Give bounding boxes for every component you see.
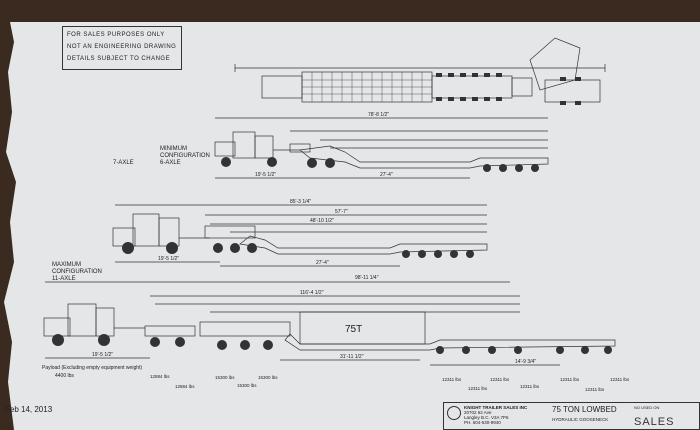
config-min-6-axle [214,117,549,179]
company-address: Langley B.C. V3A 7P6 [464,415,509,420]
config-min-line: MINIMUM [160,146,187,152]
config-max-11-axle [43,281,616,366]
drawing-sheet [0,22,700,430]
axle-weight: 12884 lbs [175,384,195,389]
axle-weight: 12311 lbs [585,387,605,392]
disclaimer-line: NOT AN ENGINEERING DRAWING [67,44,177,50]
payload-note: Payload (Excluding empty equipment weigh… [42,365,143,371]
dimension-label: 98'-11 1/4" [355,275,379,281]
cargo-label: 75T [345,324,362,335]
axle-weight: 12311 lbs [610,377,630,382]
axle-weight: 12311 lbs [442,377,462,382]
company-phone: PH. 604-530-9940 [464,420,501,425]
axle-weight: 15300 lbs [237,383,257,388]
dimension-label: 19'-5 1/2" [92,352,113,358]
axle-weight: 12311 lbs [520,384,540,389]
sales-stamp: SALES [634,416,675,428]
axle-weight: 12311 lbs [468,386,488,391]
dimension-label: 27'-4" [380,172,393,178]
plan-view [234,37,606,105]
dimension-label: 57'-7" [335,209,348,215]
config-max-line: 11-AXLE [52,276,76,282]
config-min-label: MINIMUM CONFIGURATION 6-AXLE [160,146,210,167]
company-address: 20702 62 Ave [464,410,492,415]
payload-value: 4400 lbs [55,373,74,379]
drawing-date: Feb 14, 2013 [5,405,53,414]
dimension-label: 85'-3 1/4" [290,199,311,205]
title-block: KNIGHT TRAILER SALES INC 20702 62 Ave La… [443,402,700,430]
drawing-title: 75 TON LOWBED [552,405,617,414]
axle-weight: 12884 lbs [150,374,170,379]
dimension-label: 14'-9 3/4" [515,359,536,365]
company-info: KNIGHT TRAILER SALES INC 20702 62 Ave La… [464,405,527,425]
config-7-axle-label: 7-AXLE [113,160,134,166]
dimension-label: 27'-4" [316,260,329,266]
axle-weight: 15300 lbs [215,375,235,380]
config-max-line: MAXIMUM [52,262,81,268]
dimension-label: 48'-10 1/2" [310,218,334,224]
dimension-label: 19'-5 1/2" [255,172,276,178]
disclaimer-box: FOR SALES PURPOSES ONLY NOT AN ENGINEERI… [62,26,182,70]
dimension-label: 116'-4 1/2" [300,290,324,296]
config-min-line: 6-AXLE [160,160,181,166]
dimension-label: 31'-11 1/2" [340,354,364,360]
config-max-label: MAXIMUM CONFIGURATION 11-AXLE [52,262,102,283]
company-name: KNIGHT TRAILER SALES INC [464,405,528,410]
axle-weight: 12311 lbs [560,377,580,382]
config-min-line: CONFIGURATION [160,153,210,159]
config-7-axle [112,204,488,267]
disclaimer-line: DETAILS SUBJECT TO CHANGE [67,56,171,62]
axle-weight: 15300 lbs [258,375,278,380]
config-max-line: CONFIGURATION [52,269,102,275]
drawing-subtitle: HYDRAULIC GOOSENECK [552,417,609,422]
dimension-label: 78'-8 1/2" [368,112,389,118]
disclaimer-line: FOR SALES PURPOSES ONLY [67,32,165,38]
torn-edge [0,22,16,430]
scale-label: NO USED ON [634,405,660,410]
axle-weight: 12311 lbs [490,377,510,382]
dimension-label: 19'-5 1/2" [158,256,179,262]
company-logo-icon [447,406,461,420]
